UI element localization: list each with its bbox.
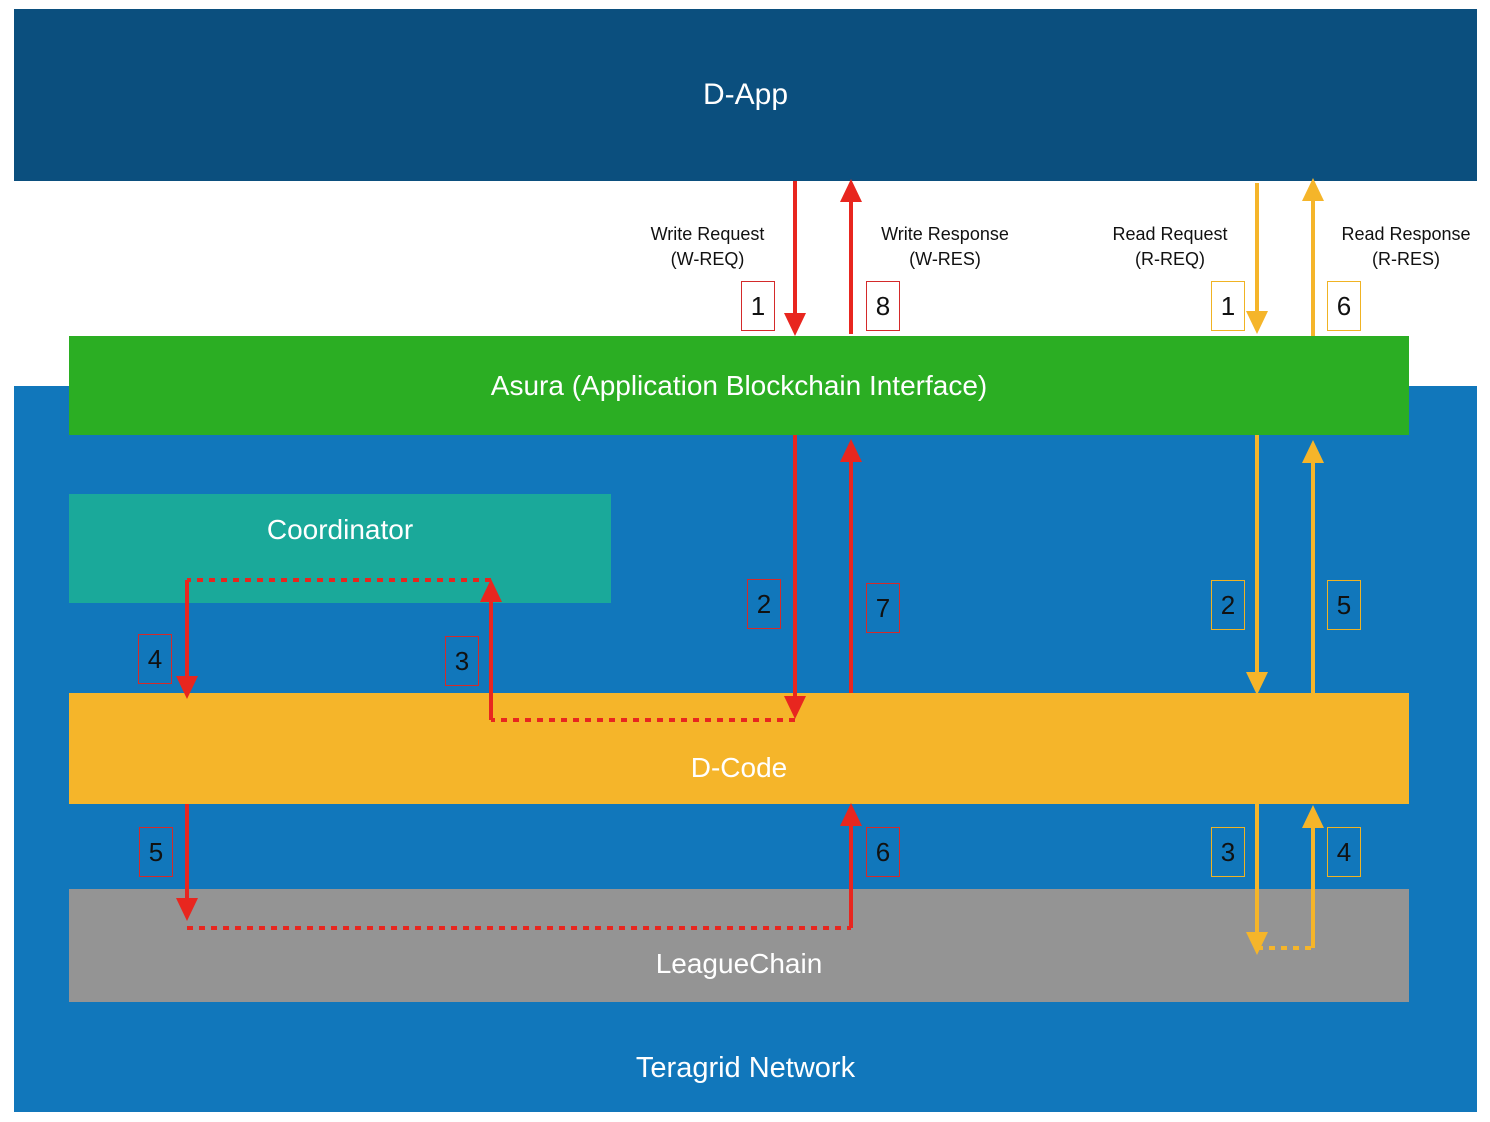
read-response-label-line1: Read Response xyxy=(1341,224,1471,244)
write-arrowhead-3 xyxy=(480,579,502,602)
asura-layer: Asura (Application Blockchain Interface) xyxy=(69,336,1409,435)
write-request-arrowhead-1 xyxy=(784,313,806,336)
write-arrowhead-7 xyxy=(840,439,862,462)
write-step-7: 7 xyxy=(866,583,900,633)
read-arrowhead-5 xyxy=(1302,440,1324,463)
write-step-6: 6 xyxy=(866,827,900,877)
read-step-2: 2 xyxy=(1211,580,1245,630)
teragrid-network-label: Teragrid Network xyxy=(635,1052,856,1084)
read-response-label-line2: (R-RES) xyxy=(1372,249,1440,269)
write-response-label-line1: Write Response xyxy=(881,224,1009,244)
read-request-label-line1: Read Request xyxy=(1112,224,1228,244)
write-arrowhead-2 xyxy=(784,696,806,719)
read-response-arrowhead-6 xyxy=(1302,178,1324,201)
read-arrowhead-4 xyxy=(1302,805,1324,828)
read-step-3: 3 xyxy=(1211,827,1245,877)
read-request-label: Read Request (R-REQ) xyxy=(1095,222,1245,272)
write-response-label-line2: (W-RES) xyxy=(909,249,981,269)
write-request-label-line1: Write Request xyxy=(650,224,765,244)
dcode-layer: D-Code xyxy=(69,693,1409,804)
read-arrowhead-3 xyxy=(1246,932,1268,955)
write-step-3: 3 xyxy=(445,636,479,686)
read-step-1: 1 xyxy=(1211,281,1245,331)
coordinator-layer: Coordinator xyxy=(69,494,611,603)
write-request-label-line2: (W-REQ) xyxy=(670,249,745,269)
read-response-label: Read Response (R-RES) xyxy=(1330,222,1482,272)
read-step-4: 4 xyxy=(1327,827,1361,877)
write-step-5: 5 xyxy=(139,827,173,877)
write-step-2: 2 xyxy=(747,579,781,629)
write-step-8: 8 xyxy=(866,281,900,331)
leaguechain-layer: LeagueChain xyxy=(69,889,1409,1002)
write-arrowhead-5 xyxy=(176,898,198,921)
write-request-label: Write Request (W-REQ) xyxy=(630,222,785,272)
read-request-label-line2: (R-REQ) xyxy=(1135,249,1205,269)
read-step-6: 6 xyxy=(1327,281,1361,331)
read-step-5: 5 xyxy=(1327,580,1361,630)
write-step-1: 1 xyxy=(741,281,775,331)
write-response-label: Write Response (W-RES) xyxy=(865,222,1025,272)
read-arrowhead-2 xyxy=(1246,672,1268,695)
write-arrowhead-4 xyxy=(176,676,198,699)
write-arrowhead-6 xyxy=(840,803,862,826)
write-response-arrowhead-8 xyxy=(840,179,862,202)
write-step-4: 4 xyxy=(138,634,172,684)
read-request-arrowhead-1 xyxy=(1246,311,1268,334)
dapp-layer: D-App xyxy=(14,9,1477,181)
